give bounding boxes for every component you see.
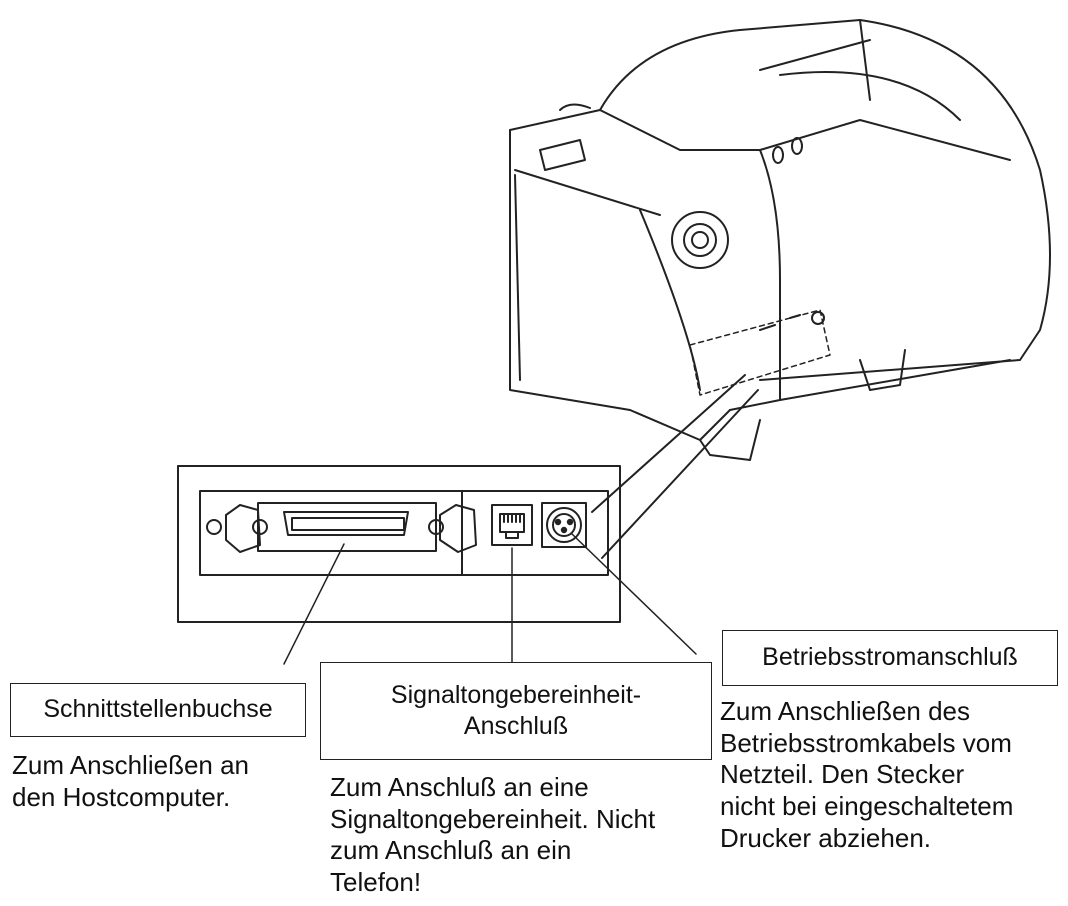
interface-description: Zum Anschließen an den Hostcomputer. — [12, 750, 250, 812]
callout-line-upper — [591, 374, 746, 513]
power-description: Zum Anschließen des Betriebsstromkabels … — [720, 696, 1014, 853]
callout-line-lower — [601, 389, 759, 559]
power-label-box: Betriebsstromanschluß — [722, 630, 1058, 686]
interface-label-box: Schnittstellenbuchse — [10, 683, 306, 737]
buzzer-description: Zum Anschluß an eine Signaltongebereinhe… — [330, 772, 656, 898]
printer-illustration — [509, 19, 1051, 461]
buzzer-label-box: Signaltongebereinheit- Anschluß — [320, 662, 712, 760]
buzzer-jack — [491, 504, 533, 546]
power-jack — [541, 502, 587, 548]
buzzer-label-title-line1: Signaltongebereinheit- — [390, 680, 642, 709]
buzzer-label-title-line2: Anschluß — [463, 712, 569, 740]
leader-power — [571, 533, 697, 655]
leader-interface — [283, 543, 345, 665]
interface-connector — [206, 502, 477, 553]
interface-label-title: Schnittstellenbuchse — [43, 695, 273, 724]
connector-panel — [177, 465, 621, 623]
power-label-title: Betriebsstromanschluß — [762, 643, 1018, 672]
